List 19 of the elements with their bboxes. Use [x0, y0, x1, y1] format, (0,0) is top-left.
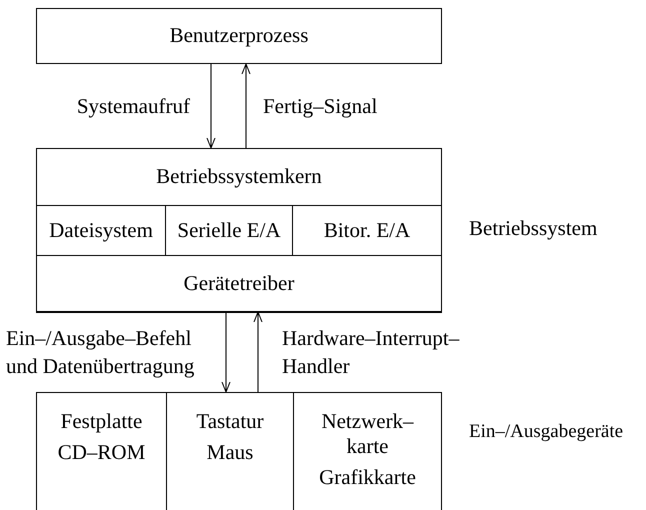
- group-label: Betriebssystem: [469, 216, 598, 241]
- arrow: [242, 64, 250, 148]
- node-label: Festplatte: [60, 409, 142, 434]
- arrow: [254, 312, 262, 392]
- arrow: [222, 312, 230, 392]
- node-label: Bitor. E/A: [324, 218, 410, 244]
- process-box: [36, 8, 442, 64]
- node-label: Tastatur: [196, 409, 264, 434]
- node-label: Netzwerk– karte: [320, 409, 415, 460]
- node-label: Dateisystem: [49, 218, 153, 244]
- group-label: Ein–/Ausgabegeräte: [469, 421, 624, 443]
- node-label: Benutzerprozess: [170, 23, 308, 49]
- arrow: [206, 64, 216, 148]
- node-label: Gerätetreiber: [184, 271, 294, 297]
- node-label: CD–ROM: [58, 440, 146, 466]
- node-label: Serielle E/A: [177, 218, 281, 244]
- node-label: Maus: [206, 440, 254, 466]
- node-label: Betriebssystemkern: [156, 164, 322, 190]
- node-label: Grafikkarte: [318, 465, 417, 491]
